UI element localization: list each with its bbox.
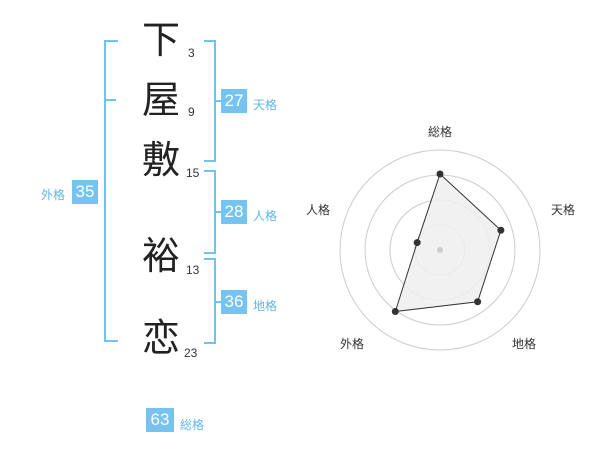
chikaku-badge: 36 [221, 290, 247, 314]
name-char-2: 屋 [142, 78, 181, 122]
radar-point-4 [413, 239, 421, 247]
stroke-count-1: 3 [188, 46, 195, 60]
jinkaku-badge: 28 [221, 200, 247, 224]
stroke-count-3: 15 [186, 166, 200, 180]
jinkaku-label: 人格 [253, 209, 278, 223]
radar-point-3 [391, 307, 399, 315]
radar-label-gaikaku: 外格 [340, 337, 365, 351]
radar-point-0 [436, 170, 444, 178]
radar-polygon [394, 173, 502, 313]
name-char-3: 敷 [142, 138, 181, 182]
name-char-5: 恋 [142, 316, 181, 360]
chikaku-link [214, 301, 222, 303]
radar-label-tenkaku: 天格 [551, 203, 576, 217]
gaikaku-badge: 35 [72, 180, 98, 204]
radar-label-chikaku: 地格 [512, 337, 537, 351]
jinkaku-link [214, 211, 222, 213]
gaikaku-notch [104, 99, 116, 101]
tenkaku-label: 天格 [253, 98, 278, 112]
tenkaku-link [214, 100, 222, 102]
soukaku-label: 総格 [180, 418, 205, 432]
name-char-1: 下 [142, 18, 181, 62]
stroke-count-4: 13 [186, 263, 200, 277]
stroke-count-2: 9 [188, 105, 195, 119]
gaikaku-bracket [104, 40, 118, 342]
radar-ring [339, 149, 541, 351]
tenkaku-badge: 27 [221, 89, 247, 113]
name-char-4: 裕 [142, 234, 181, 278]
soukaku-badge: 63 [146, 408, 174, 432]
radar-point-1 [497, 226, 505, 234]
radar-label-soukaku: 総格 [428, 125, 453, 139]
gaikaku-label: 外格 [41, 188, 66, 202]
radar-label-jinkaku: 人格 [306, 203, 331, 217]
radar-center-dot [437, 247, 443, 253]
radar-point-2 [474, 298, 482, 306]
chikaku-label: 地格 [253, 299, 278, 313]
stroke-count-5: 23 [184, 346, 198, 360]
